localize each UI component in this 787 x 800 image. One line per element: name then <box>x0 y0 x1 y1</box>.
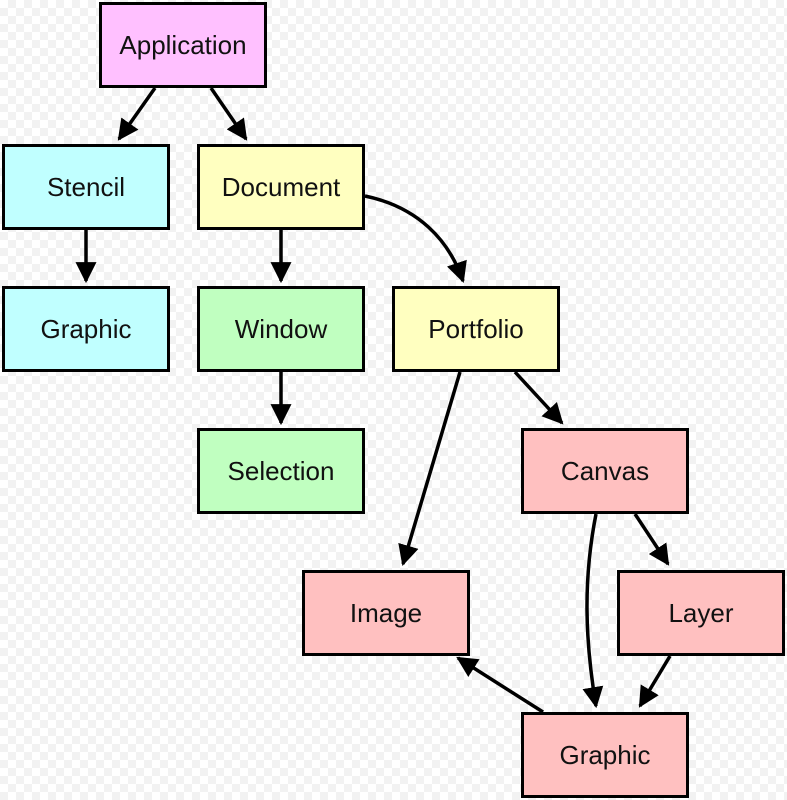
node-canvas-label: Canvas <box>560 455 650 486</box>
edge-portfolio-to-image <box>398 371 462 567</box>
edge-document-to-portfolio <box>364 194 467 283</box>
node-layer-label: Layer <box>668 597 734 628</box>
node-document: Document <box>197 144 365 230</box>
edge-portfolio-to-canvas <box>513 370 564 425</box>
node-application: Application <box>99 2 267 88</box>
node-window: Window <box>197 286 365 372</box>
node-graphic-canvas: Graphic <box>521 712 689 798</box>
node-document-label: Document <box>221 171 341 202</box>
edge-layer-to-graphic-canvas <box>638 655 672 708</box>
edge-application-to-stencil <box>117 86 157 141</box>
node-portfolio: Portfolio <box>392 286 560 372</box>
node-image: Image <box>302 570 470 656</box>
node-application-label: Application <box>119 29 247 60</box>
node-portfolio-label: Portfolio <box>428 313 524 344</box>
edge-graphic-canvas-to-image <box>456 656 544 714</box>
node-selection: Selection <box>197 428 365 514</box>
node-window-label: Window <box>234 313 328 344</box>
node-image-label: Image <box>349 597 423 628</box>
node-graphic-stencil: Graphic <box>2 286 170 372</box>
edge-application-to-document <box>209 87 248 141</box>
edge-canvas-to-layer <box>633 513 670 566</box>
node-stencil: Stencil <box>2 144 170 230</box>
node-graphic-stencil-label: Graphic <box>40 313 132 344</box>
node-graphic-canvas-label: Graphic <box>559 739 651 770</box>
node-selection-label: Selection <box>227 455 335 486</box>
node-stencil-label: Stencil <box>46 171 126 202</box>
node-canvas: Canvas <box>521 428 689 514</box>
edge-canvas-to-graphic-canvas <box>582 513 604 709</box>
node-layer: Layer <box>617 570 785 656</box>
